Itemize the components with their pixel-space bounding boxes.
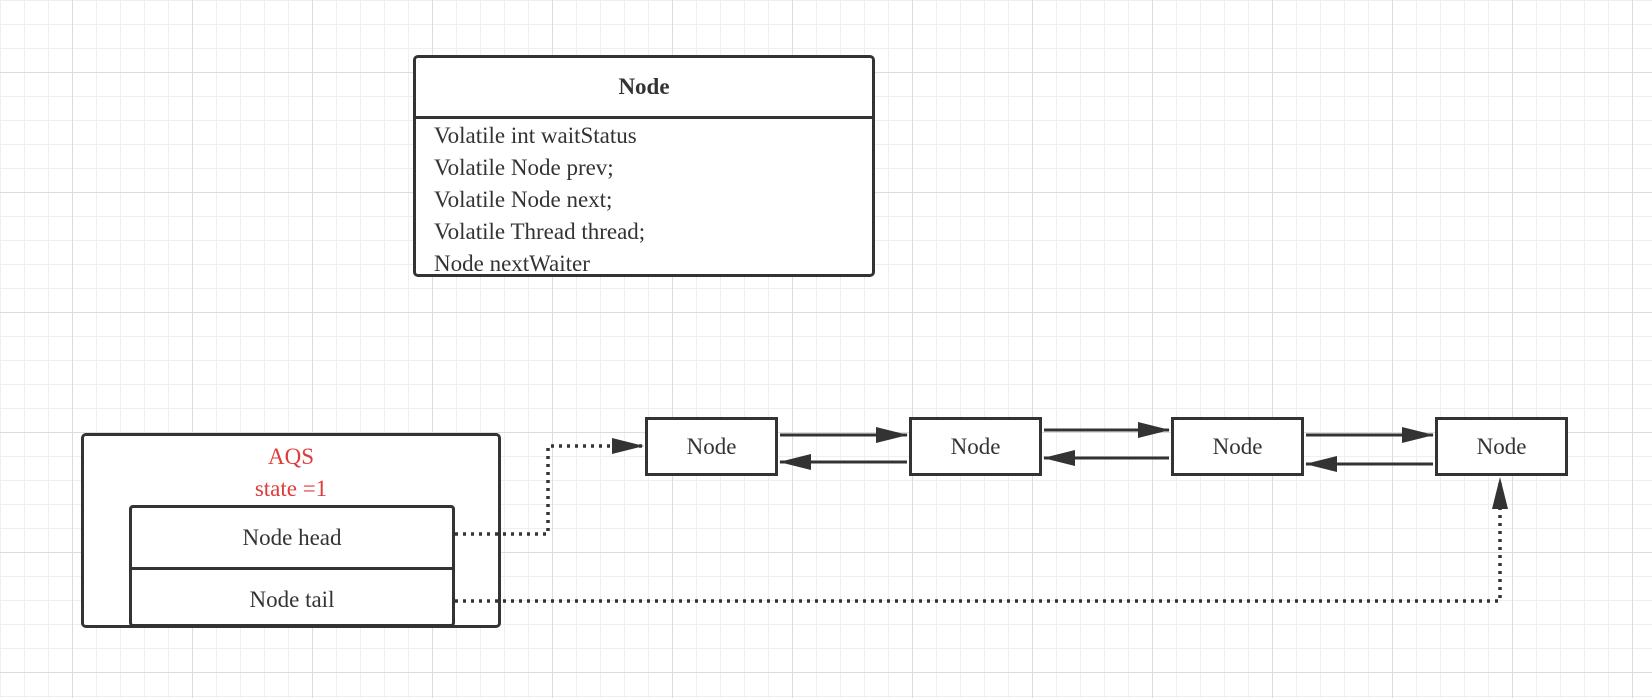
aqs-title: AQS [267, 444, 314, 469]
field-prev: Volatile Node prev; [434, 155, 614, 180]
node-class-fields: Volatile int waitStatus Volatile Node pr… [416, 119, 872, 280]
queue-node-2[interactable]: Node [909, 417, 1042, 476]
node-class-title: Node [416, 58, 872, 119]
node-class-box[interactable]: Node Volatile int waitStatus Volatile No… [413, 55, 875, 277]
aqs-state: state =1 [254, 476, 328, 501]
field-thread: Volatile Thread thread; [434, 219, 646, 244]
aqs-head-field[interactable]: Node head [132, 508, 452, 570]
aqs-tail-field[interactable]: Node tail [249, 586, 335, 612]
aqs-fields-box[interactable]: Node head Node tail [129, 505, 455, 627]
field-wait-status: Volatile int waitStatus [434, 123, 637, 148]
field-next: Volatile Node next; [434, 187, 613, 212]
queue-node-3[interactable]: Node [1171, 417, 1304, 476]
queue-node-1[interactable]: Node [645, 417, 778, 476]
queue-node-4[interactable]: Node [1435, 417, 1568, 476]
tail-pointer-arrow [455, 477, 1508, 603]
field-next-waiter: Node nextWaiter [434, 251, 590, 276]
head-pointer-arrow [455, 438, 644, 536]
